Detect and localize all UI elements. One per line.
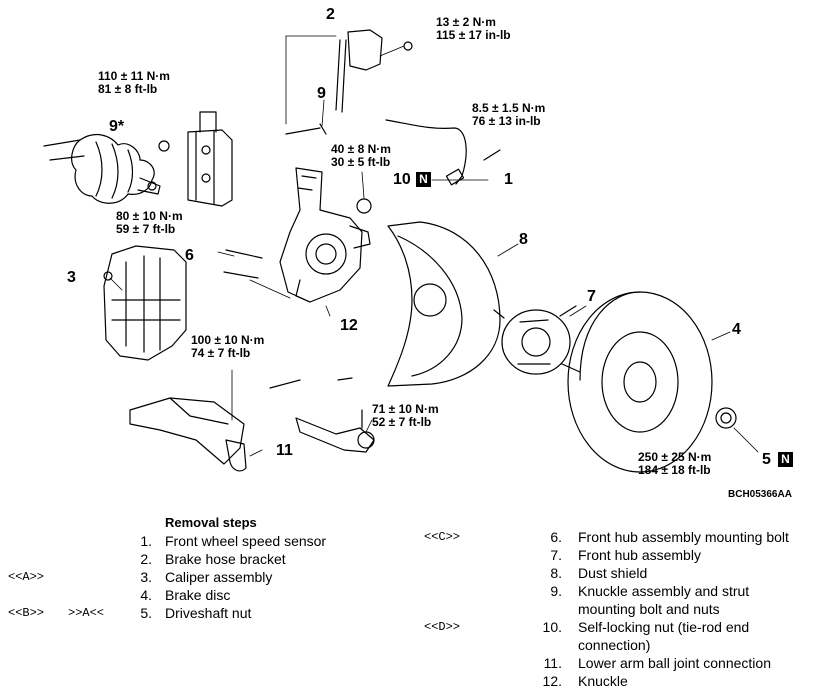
driveshaft-nut (715, 407, 737, 429)
exploded-view-diagram (43, 29, 759, 473)
step-row: 9.Knuckle assembly and strut (550, 583, 750, 599)
callout-10: 10 (393, 171, 411, 188)
n-mark-5: N (778, 452, 793, 467)
callout-4: 4 (732, 321, 741, 338)
callout-8: 8 (519, 231, 528, 248)
callout-7: 7 (587, 288, 596, 305)
step-row: 2.Brake hose bracket (140, 551, 286, 567)
driveshaft (43, 133, 161, 204)
callout-2: 2 (326, 6, 335, 23)
callout-1: 1 (504, 171, 513, 188)
wheel-speed-sensor (385, 119, 501, 186)
hub-assembly (493, 305, 581, 375)
step-row: 12.Knuckle (542, 673, 628, 689)
callout-11: 11 (276, 442, 293, 459)
step-row: 1.Front wheel speed sensor (140, 533, 327, 549)
step-row: <<D>> 10.Self-locking nut (tie-rod end (424, 619, 750, 635)
callout-9: 9 (317, 85, 326, 102)
lower-arm (129, 397, 247, 472)
step-row: 8.Dust shield (550, 565, 648, 581)
removal-steps-heading: Removal steps (165, 515, 257, 530)
fasteners (158, 123, 372, 389)
removal-steps-right: <<C>> 6.Front hub assembly mounting bolt… (424, 528, 814, 690)
leader-lines (109, 35, 759, 457)
callout-12: 12 (340, 317, 358, 334)
step-row: 11.Lower arm ball joint connection (543, 655, 771, 671)
step-row: 7.Front hub assembly (550, 547, 701, 563)
brake-hose-bracket (335, 29, 413, 113)
caliper (103, 245, 187, 361)
figure-code: BCH05366AA (728, 489, 792, 500)
step-row: <<A>> 3.Caliper assembly (8, 569, 273, 585)
strut-bracket (187, 111, 233, 207)
step-row: <<C>> 6.Front hub assembly mounting bolt (424, 529, 789, 545)
step-row-continued: connection) (578, 637, 651, 653)
callout-3: 3 (67, 269, 76, 286)
removal-steps-left: 1.Front wheel speed sensor 2.Brake hose … (8, 532, 408, 622)
callout-9-star: 9* (109, 118, 125, 135)
dust-shield (387, 221, 501, 387)
callout-6: 6 (185, 247, 194, 264)
step-row-continued: mounting bolt and nuts (578, 601, 720, 617)
step-row: <<B>>>>A<< 5.Driveshaft nut (8, 605, 252, 621)
callout-5: 5 (762, 451, 771, 468)
tie-rod-end (295, 409, 375, 453)
brake-disc (567, 291, 713, 473)
n-mark-10: N (416, 172, 431, 187)
knuckle (279, 167, 371, 303)
step-row: 4.Brake disc (140, 587, 231, 603)
